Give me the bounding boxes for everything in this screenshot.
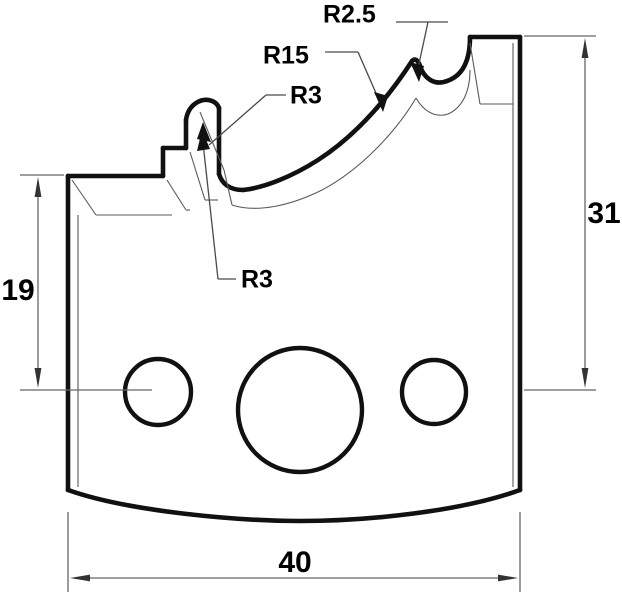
callout-r3-bottom: R3 [197,130,273,294]
callout-label-r15: R15 [263,42,309,70]
inner-offset-cove-r2-5 [415,69,471,116]
inner-step-1-face [166,179,187,211]
inner-left-chamfer [71,179,97,216]
cove-r2-5-lower [417,63,450,85]
dimension-31: 31 [524,35,621,391]
hole-center [235,345,365,475]
inner-bead-left-face [189,151,206,201]
arrow-19-bottom [34,368,42,388]
inner-bead-right-lower [223,169,233,206]
part-outline [65,34,523,524]
arrow-31-bottom [581,368,589,388]
callout-r3-top: R3 [197,82,322,146]
dimension-label-31: 31 [587,197,620,230]
arrow-31-top [581,38,589,58]
arrow-r3-bottom [197,130,210,151]
inner-offset-cove-r15 [231,97,417,209]
inner-right-pocket-left [469,42,481,105]
leader-r2-5-slant [416,21,429,74]
inner-bead-right-face [199,111,225,171]
callout-label-r2-5: R2.5 [323,1,376,29]
callout-label-r3-bottom: R3 [241,266,273,294]
leader-r3-bottom-slant [202,142,219,280]
leader-r3-top-slant [208,94,267,146]
cove-r15-left-end [216,171,246,193]
arrow-r15 [374,92,388,112]
arrow-r2-5 [410,62,424,82]
callout-r15: R15 [263,42,388,112]
callout-r2-5: R2.5 [323,1,448,82]
arrow-40-left [70,574,90,582]
hole-right [399,357,469,427]
dimension-label-40: 40 [278,546,311,579]
dimension-19: 19 [1,174,152,391]
dimension-label-19: 19 [1,274,34,307]
hole-left [122,356,194,428]
arrow-19-top [34,177,42,197]
cove-r2-5 [444,34,473,84]
arrow-40-right [498,574,518,582]
leader-r15-slant [357,51,380,101]
mounting-holes [122,345,469,475]
cove-r15 [240,58,415,193]
bottom-arc [65,487,523,524]
callout-label-r3-top: R3 [290,82,322,110]
interior-construction-lines [71,42,514,487]
dimension-40: 40 [67,512,521,592]
bead-r3-crest [183,97,222,123]
